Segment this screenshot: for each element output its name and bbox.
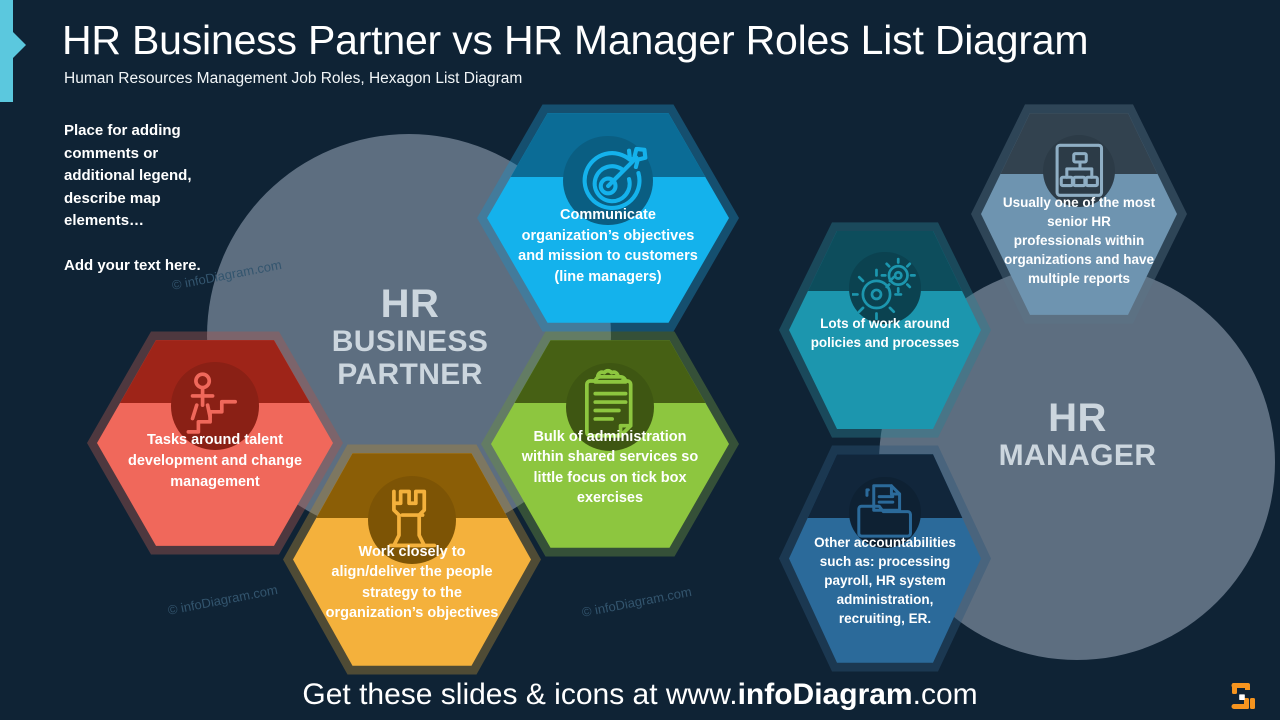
- hexagon-text: Tasks around talent development and chan…: [127, 432, 303, 491]
- footer-prefix: Get these slides & icons at www.: [302, 678, 738, 711]
- side-note: Place for adding comments or additional …: [64, 120, 224, 277]
- hexagon-card-bulk-administration[interactable]: Bulk of administration within shared ser…: [491, 340, 729, 548]
- accent-arrow-icon: [13, 32, 26, 58]
- hexagon-text: Lots of work around policies and process…: [810, 315, 960, 350]
- hexagon-icon-disc: [171, 362, 259, 450]
- hexagon-card-policies-processes[interactable]: Lots of work around policies and process…: [789, 231, 981, 429]
- hexagon-text: Work closely to align/deliver the people…: [325, 543, 499, 622]
- accent-bar: [0, 0, 13, 102]
- hexagon-text: Usually one of the most senior HR profes…: [1002, 195, 1156, 287]
- footer-cta: Get these slides & icons at www.infoDiag…: [0, 678, 1280, 712]
- footer-brand: infoDiagram: [737, 678, 913, 711]
- target-arrow-icon: [567, 138, 649, 220]
- watermark: © infoDiagram.com: [166, 581, 279, 618]
- file-folder-icon: [852, 479, 917, 544]
- hexagon-text: Communicate organization’s objectives an…: [518, 207, 698, 285]
- hexagon-icon-disc: [367, 476, 457, 565]
- chess-rook-icon: [372, 478, 453, 559]
- org-chart-icon: [1046, 137, 1113, 204]
- hexagon-text: Other accountabilities such as: processi…: [814, 534, 956, 626]
- side-note-paragraph-2: Add your text here.: [64, 256, 201, 274]
- page-title: HR Business Partner vs HR Manager Roles …: [62, 17, 1089, 63]
- side-note-paragraph-1: Place for adding comments or additional …: [64, 122, 192, 229]
- hexagon-text: Bulk of administration within shared ser…: [521, 428, 699, 507]
- footer-suffix: .com: [912, 678, 978, 711]
- watermark: © infoDiagram.com: [580, 583, 693, 620]
- clipboard-checklist-icon: [570, 365, 651, 446]
- person-stairs-icon: [175, 365, 255, 445]
- infodiagram-logo: [1222, 679, 1262, 712]
- page-subtitle: Human Resources Management Job Roles, He…: [64, 70, 523, 87]
- gears-icon: [852, 255, 917, 320]
